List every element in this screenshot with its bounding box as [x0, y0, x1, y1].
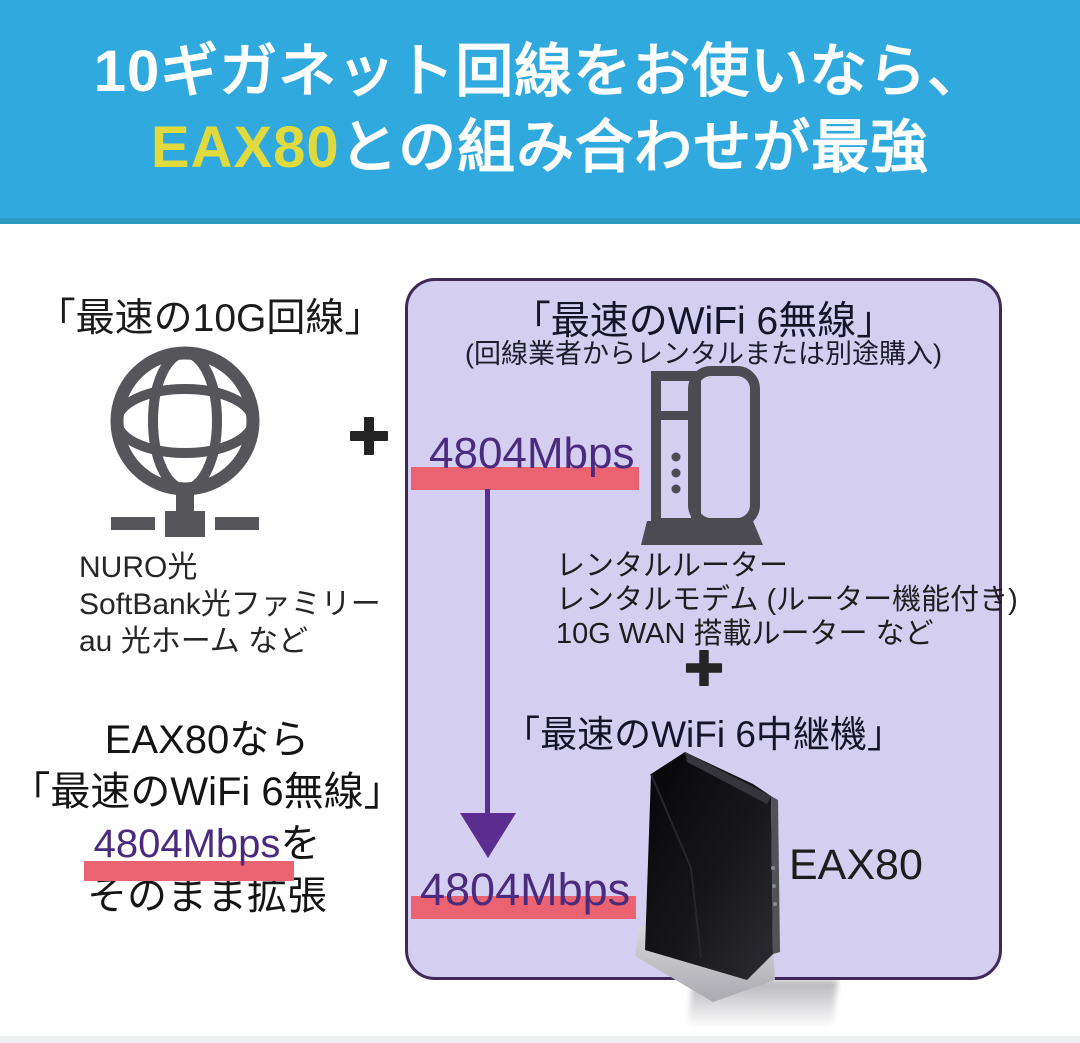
eax80-extender-photo — [635, 752, 780, 1002]
summary-text: EAX80なら 「最速のWiFi 6無線」 4804Mbpsを そのまま拡張 — [8, 714, 406, 922]
provider-list: NURO光 SoftBank光ファミリー au 光ホーム など — [79, 549, 381, 660]
speed-top-value: 4804Mbps — [429, 429, 635, 478]
pink-highlight-bar — [411, 896, 636, 919]
header-line-2-text: との組み合わせが最強 — [339, 115, 930, 180]
down-arrow-icon — [460, 813, 516, 858]
header-line-2: EAX80との組み合わせが最強 — [151, 110, 929, 186]
speed-bottom-value: 4804Mbps — [420, 864, 631, 915]
modem-note-item: 10G WAN 搭載ルーター など — [556, 618, 934, 650]
box-title: 「最速のWiFi 6無線」 — [511, 300, 896, 343]
device-label: EAX80 — [789, 841, 923, 889]
down-arrow-line — [485, 489, 490, 815]
highlighted-speed: 4804Mbps — [83, 818, 295, 881]
globe-network-icon — [110, 346, 260, 537]
plus-icon — [685, 649, 723, 687]
header-line-1: 10ギガネット回線をお使いなら、 — [94, 34, 987, 110]
summary-line-3: そのまま拡張 — [87, 874, 327, 918]
bottom-edge-strip — [0, 1036, 1080, 1043]
pink-highlight-bar — [411, 467, 639, 490]
modem-note-item: レンタルルーター — [556, 550, 789, 582]
summary-line-2: 「最速のWiFi 6無線」 — [10, 770, 404, 814]
provider-item: au 光ホーム など — [79, 625, 309, 658]
summary-speed-line: 4804Mbpsを — [8, 818, 406, 881]
modem-notes: レンタルルーター レンタルモデム (ルーター機能付き) 10G WAN 搭載ルー… — [556, 549, 1018, 651]
modem-router-icon — [641, 366, 763, 545]
speed-suffix: を — [280, 822, 321, 866]
left-section-title: 「最速の10G回線」 — [36, 297, 384, 340]
modem-note-item: レンタルモデム (ルーター機能付き) — [556, 584, 1018, 616]
header-banner: 10ギガネット回線をお使いなら、 EAX80との組み合わせが最強 — [0, 0, 1080, 224]
plus-icon — [350, 417, 388, 455]
box-title-2: 「最速のWiFi 6中継機」 — [503, 714, 904, 755]
pink-highlight-bar — [83, 861, 295, 881]
provider-item: NURO光 — [79, 551, 198, 584]
provider-item: SoftBank光ファミリー — [79, 588, 381, 621]
wifi6-combination-panel: 「最速のWiFi 6無線」 (回線業者からレンタルまたは別途購入) 4804Mb… — [405, 278, 1018, 1002]
speed-value: 4804Mbps — [93, 822, 281, 866]
header-product-name: EAX80 — [150, 115, 340, 180]
header-line-1-text: 10ギガネット回線をお使いなら、 — [93, 39, 987, 104]
summary-line-1: EAX80なら — [104, 718, 310, 762]
box-subtitle: (回線業者からレンタルまたは別途購入) — [465, 339, 942, 369]
